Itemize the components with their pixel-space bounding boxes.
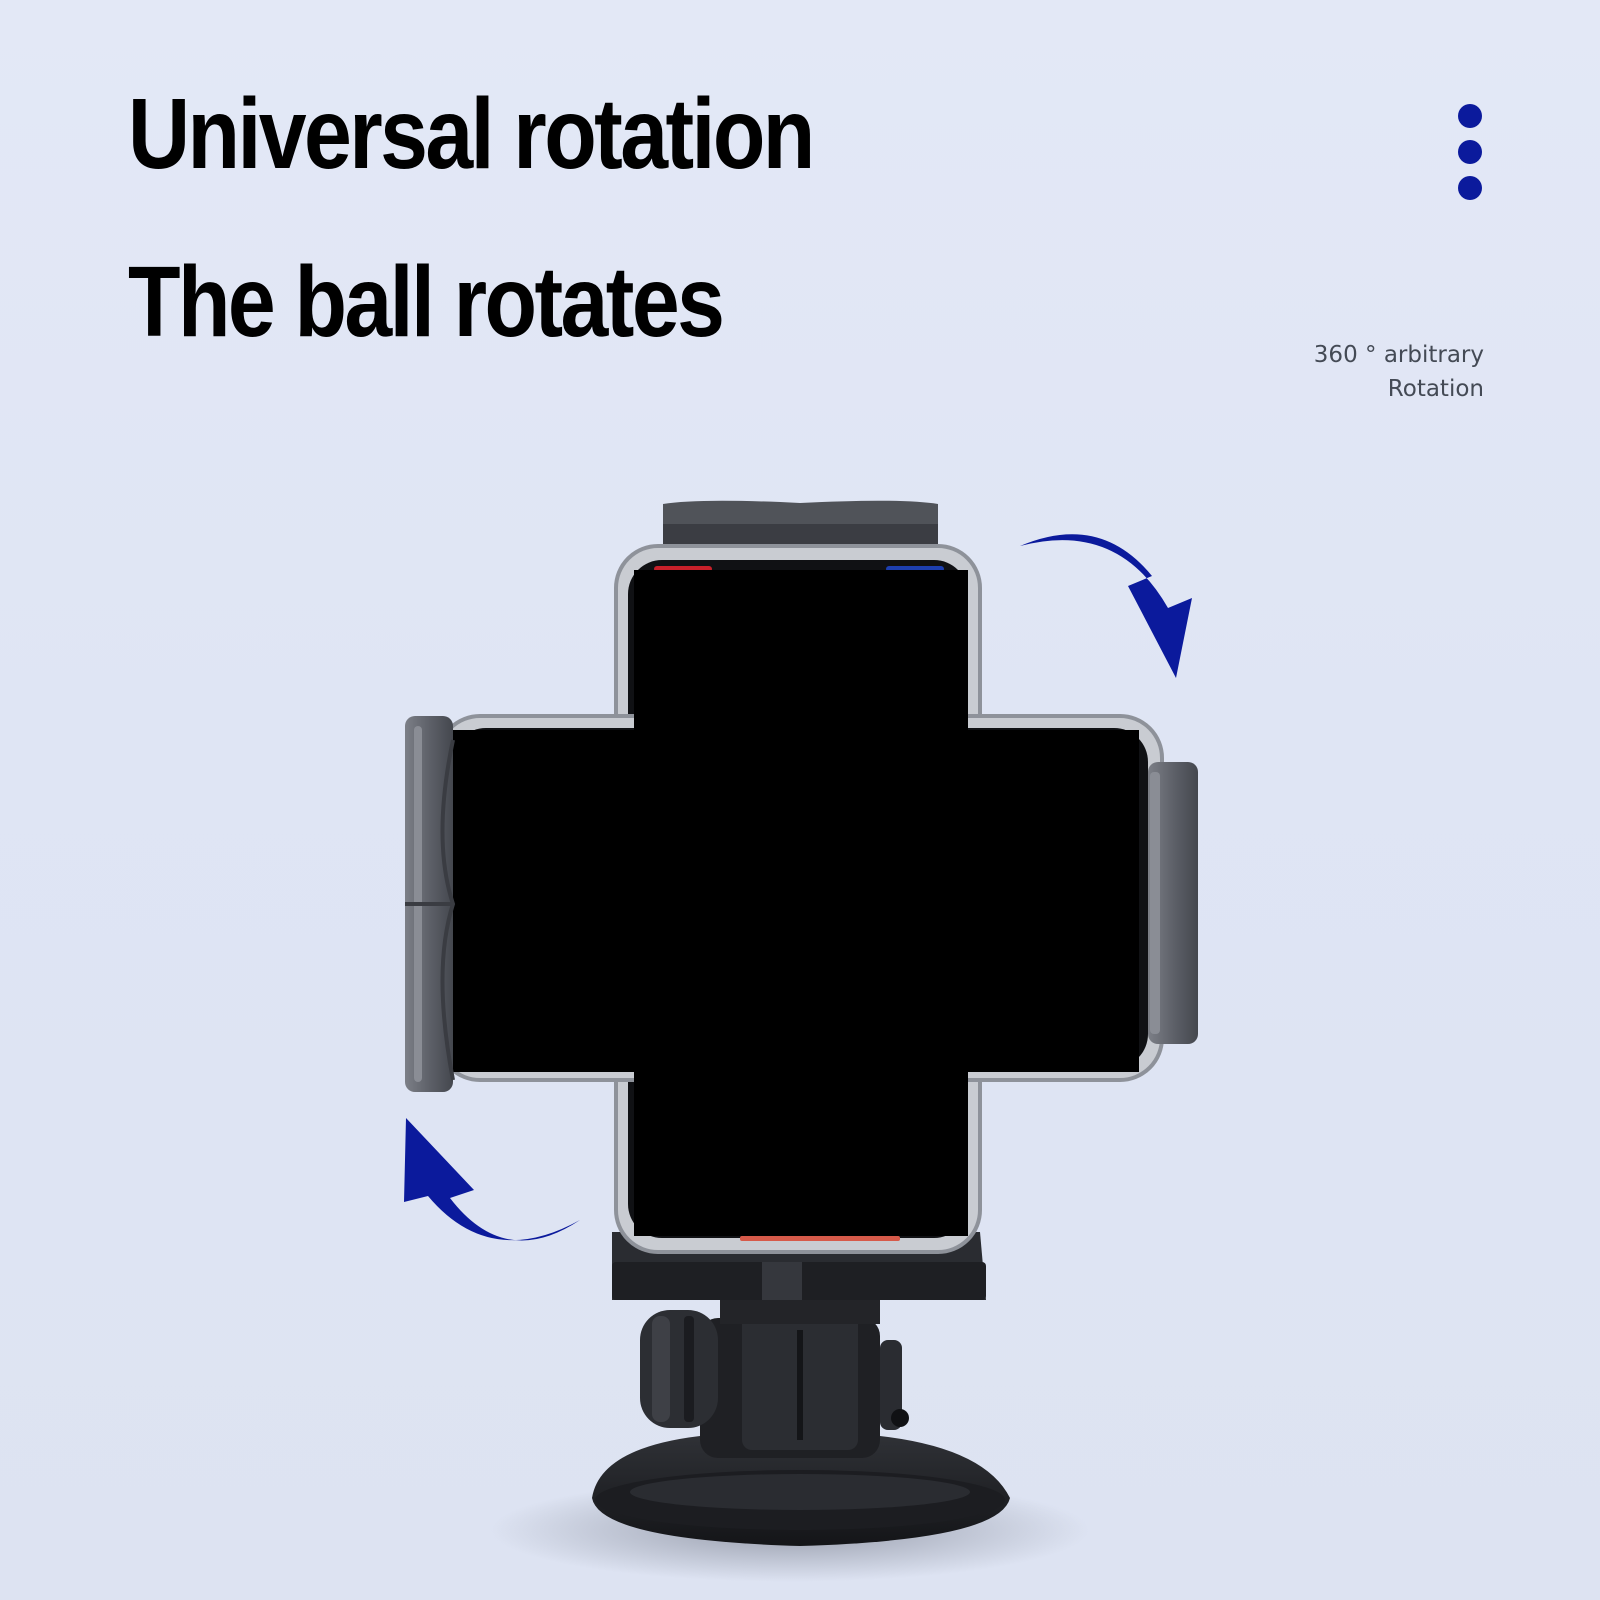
- vertical-dots-icon: [1458, 104, 1482, 204]
- suction-cup-base: [592, 1436, 1010, 1546]
- curved-arrow-up-icon: [404, 1118, 580, 1241]
- caption-line-2: Rotation: [1387, 376, 1484, 402]
- dot-icon: [1458, 104, 1482, 128]
- rotation-caption: 360 ° arbitrary Rotation: [1314, 338, 1484, 406]
- top-clamp: [663, 500, 938, 544]
- dot-icon: [1458, 176, 1482, 200]
- right-side-grip: [1148, 762, 1198, 1044]
- dot-icon: [1458, 140, 1482, 164]
- phone-screen: [453, 570, 1139, 1236]
- headline-line-2: The ball rotates: [128, 246, 725, 358]
- left-side-grip: [405, 716, 456, 1092]
- adjustment-knob: [640, 1310, 718, 1428]
- caption-line-1: 360 ° arbitrary: [1313, 342, 1484, 368]
- headline-line-1: Universal rotation: [128, 78, 815, 190]
- ball-joint-stand: [700, 1300, 909, 1458]
- curved-arrow-down-icon: [1020, 534, 1192, 678]
